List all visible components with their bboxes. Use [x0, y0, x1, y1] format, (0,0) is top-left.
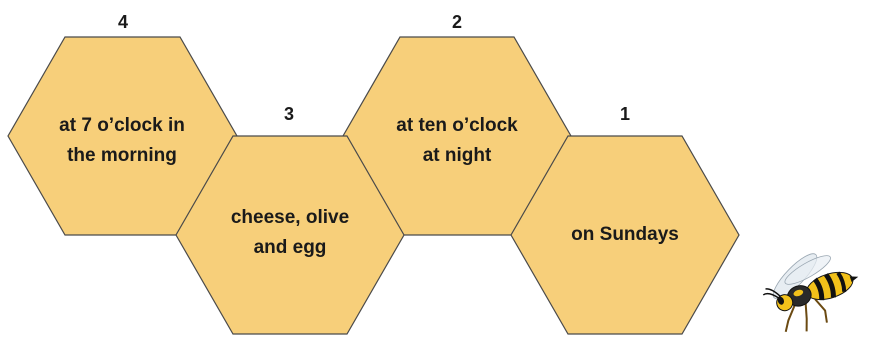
- wasp-icon: [762, 253, 859, 333]
- hexagon-1: 1 on Sundays: [510, 104, 740, 335]
- hexagon-4: 4 at 7 o’clock in the morning: [7, 12, 238, 236]
- hexagon-shape: [510, 135, 740, 335]
- hexagon-label-line-1: at 7 o’clock in: [59, 115, 185, 136]
- hexagon-number: 4: [118, 12, 128, 32]
- hexagon-2: 2 at ten o’clock at night: [342, 12, 572, 236]
- hexagon-label-line-1: at ten o’clock: [396, 115, 518, 136]
- hexagon-3: 3 cheese, olive and egg: [175, 104, 405, 335]
- hexagon-shape: [175, 135, 405, 335]
- hexagon-number: 1: [620, 104, 630, 124]
- hexagon-number: 2: [452, 12, 462, 32]
- hexagon-number: 3: [284, 104, 294, 124]
- hexagon-label-line-2: and egg: [254, 237, 327, 258]
- hexagon-label-line-1: on Sundays: [571, 224, 679, 245]
- hexagon-label-line-2: at night: [423, 145, 492, 166]
- hexagon-label-line-1: cheese, olive: [231, 207, 349, 228]
- hexagon-label-line-2: the morning: [67, 145, 177, 166]
